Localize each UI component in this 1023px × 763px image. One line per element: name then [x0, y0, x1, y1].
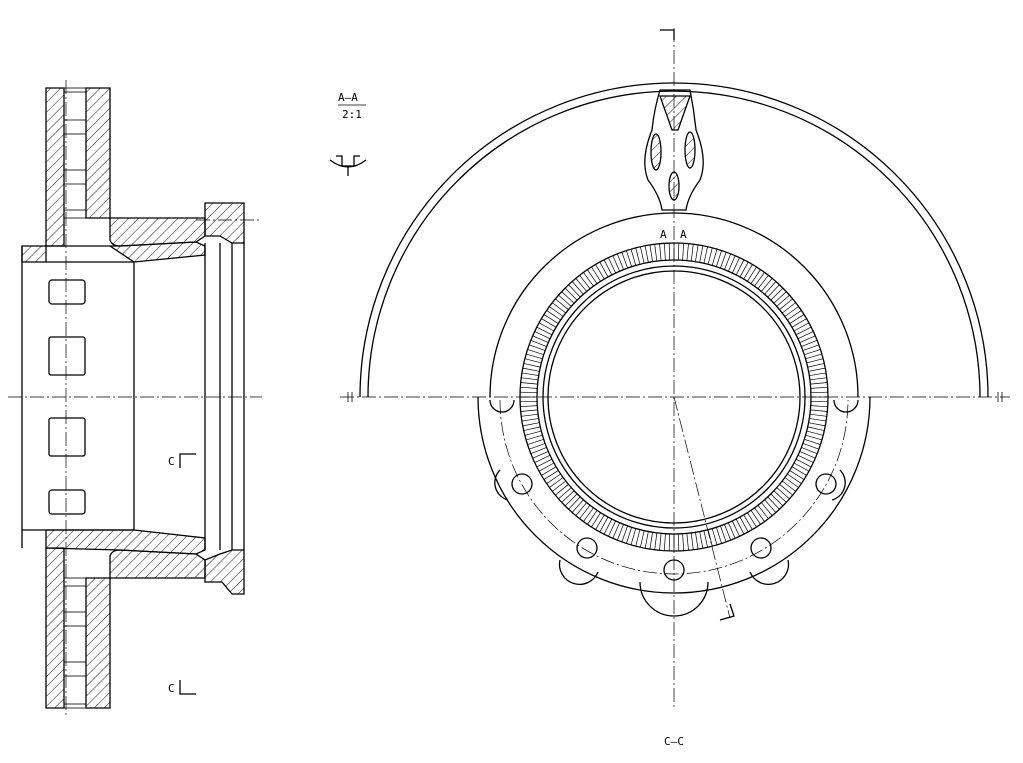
flange-outer-arc [477, 396, 871, 594]
flange-scallops [489, 399, 859, 617]
rotor-plate-left-top [45, 87, 65, 247]
detail-label-aa-title: A–A [338, 91, 358, 104]
marker-a-left: A [660, 228, 667, 241]
rotor-plate-left-bottom [45, 547, 65, 709]
flange-bottom [204, 549, 245, 595]
detail-label-aa: A–A 2:1 [329, 91, 367, 176]
detail-label-aa-scale: 2:1 [342, 108, 362, 121]
rotor-plate-right-top [85, 87, 206, 247]
vent-vanes-bottom [63, 548, 87, 709]
section-mark-c-lower [179, 680, 196, 695]
front-view: A A C–C [340, 28, 1010, 748]
section-label-c-upper: C [168, 455, 175, 468]
vent-section-top [659, 95, 691, 131]
flange-outline [204, 243, 245, 550]
side-section-view: C C [8, 80, 262, 716]
vent-detail-outline [644, 89, 704, 211]
marker-a-right: A [680, 228, 687, 241]
hub-wall-bottom [22, 529, 206, 555]
section-label-c-lower: C [168, 682, 175, 695]
section-label-cc: C–C [664, 735, 684, 748]
hub-wall-top [21, 241, 206, 263]
vent-vanes-top [63, 87, 87, 246]
section-mark-c-upper [179, 453, 196, 468]
hub-slots [48, 279, 86, 515]
detail-symbol [329, 155, 367, 176]
flange-top [204, 202, 245, 244]
section-line-angled [673, 396, 731, 619]
rotor-plate-right-bottom [85, 549, 206, 709]
